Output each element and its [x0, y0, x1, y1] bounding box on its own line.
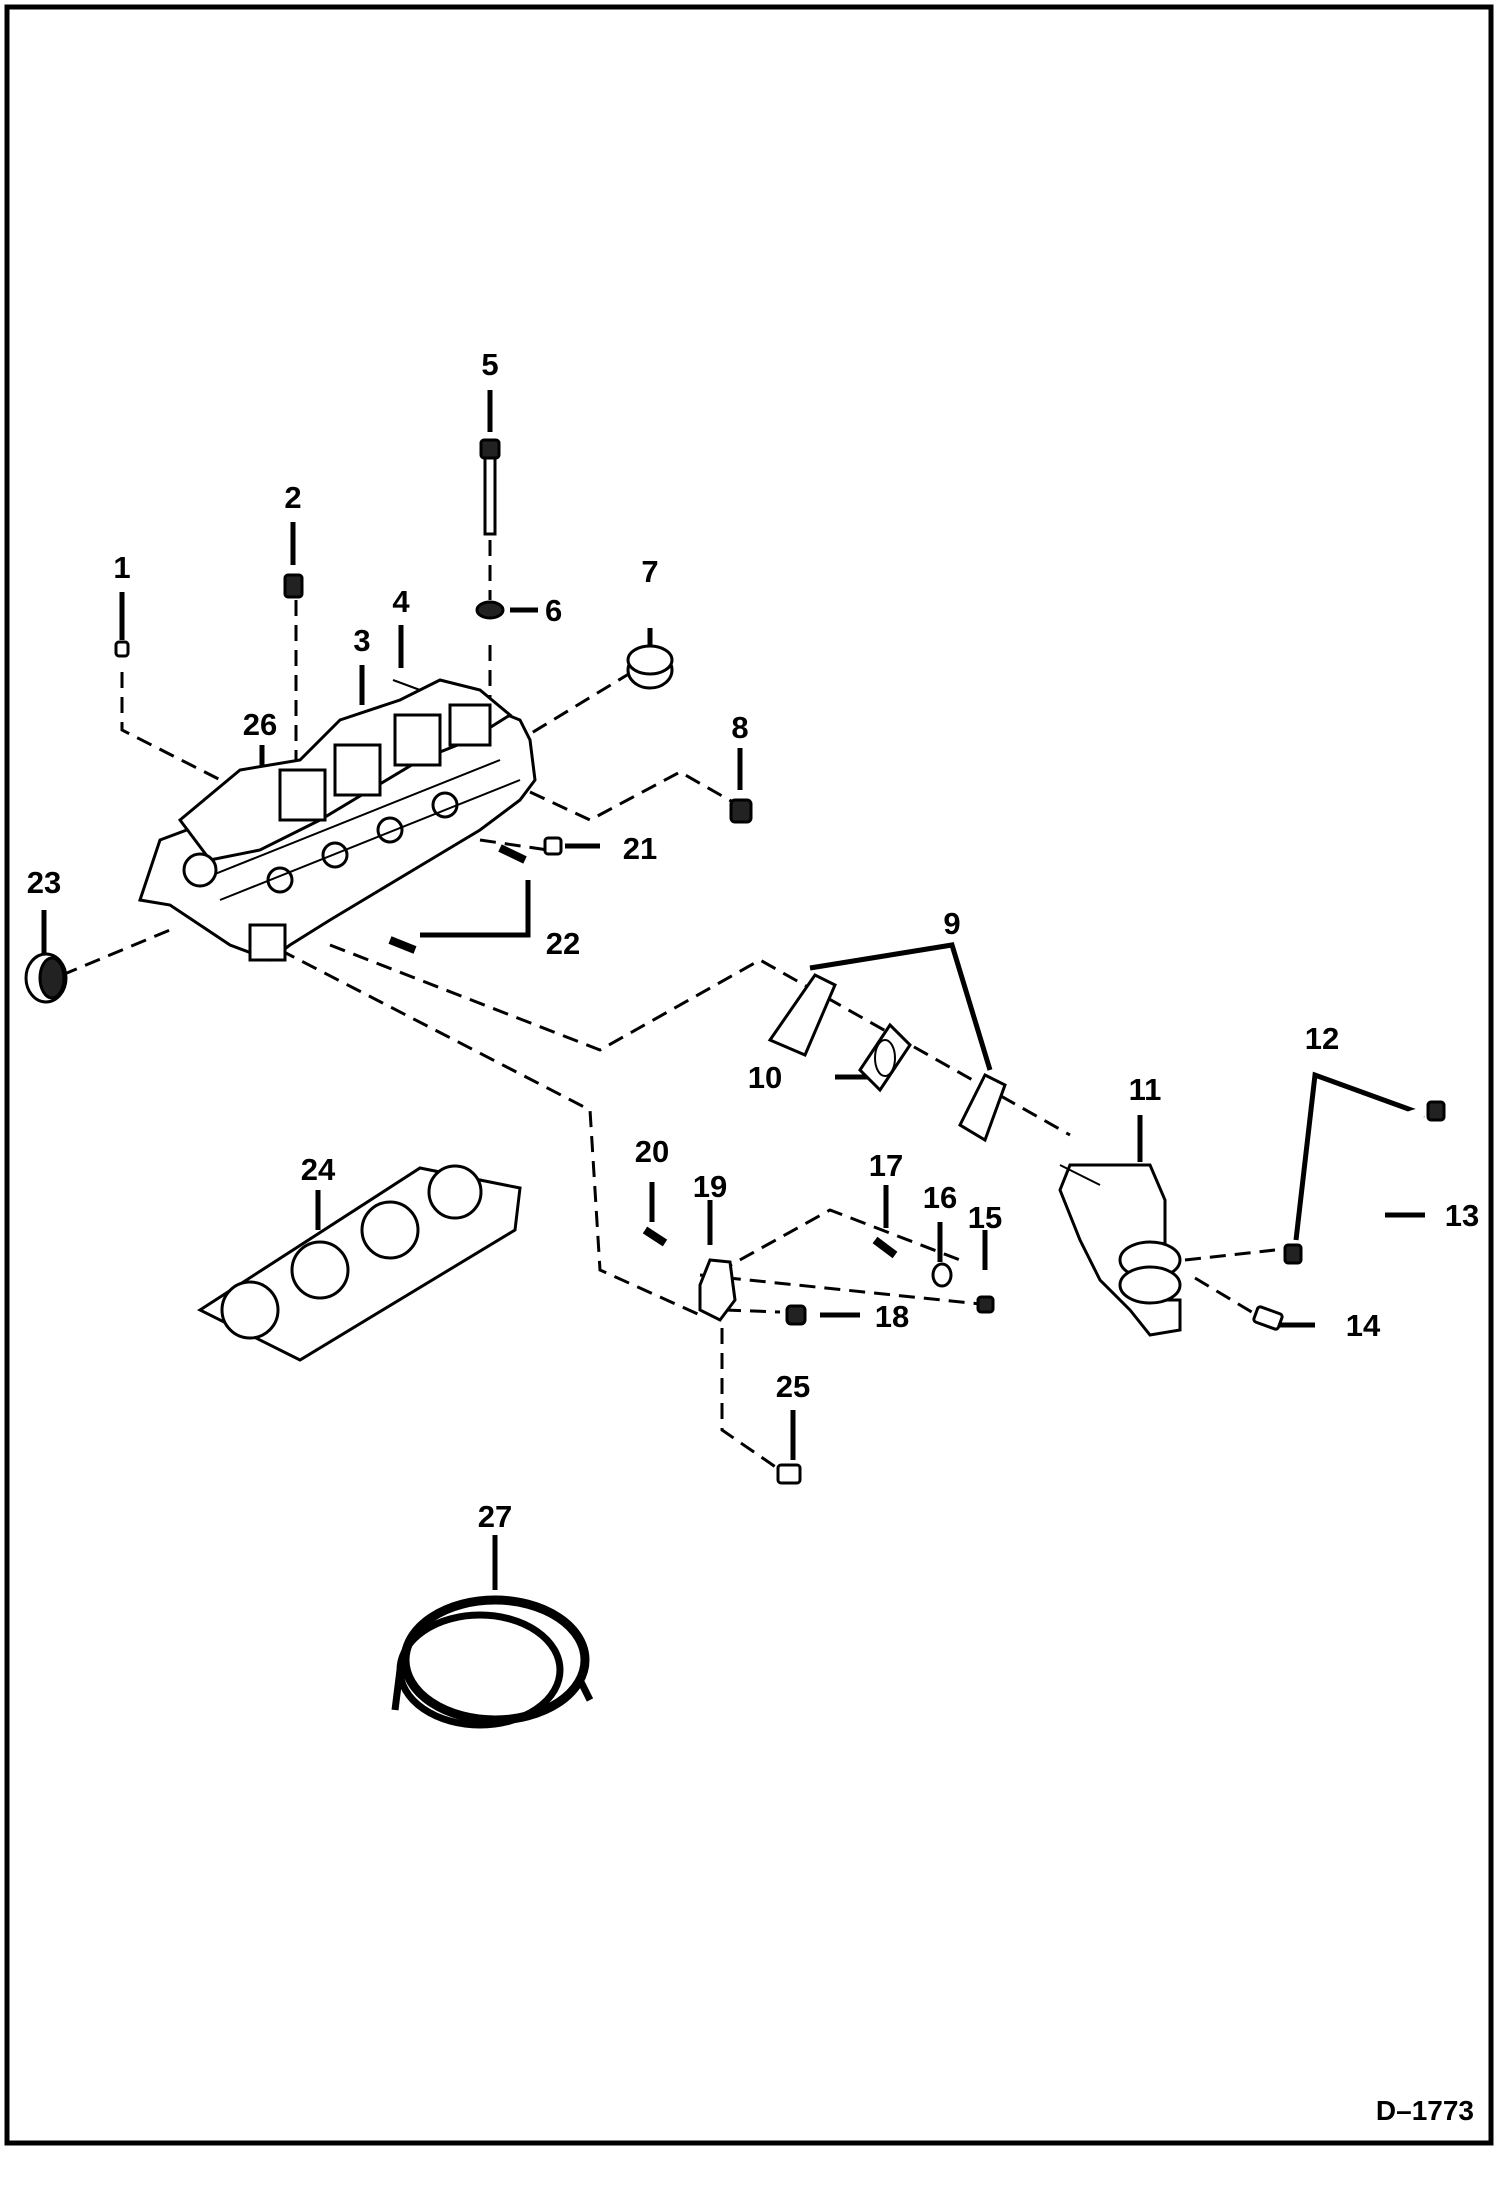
part-washer-6: [475, 600, 505, 620]
callout-1: 1: [113, 550, 130, 585]
callout-8: 8: [731, 710, 748, 745]
callout-24: 24: [301, 1152, 336, 1187]
callout-14: 14: [1346, 1308, 1381, 1343]
page-border: [4, 4, 1494, 2146]
part-bolt-5: [479, 438, 501, 536]
callout-20: 20: [635, 1134, 669, 1169]
callout-7: 7: [641, 554, 658, 589]
assembly-dashed-lines: [61, 540, 1276, 1472]
part-bolt-21: [543, 836, 563, 856]
part-gasket-9b: [958, 1072, 1007, 1143]
part-plug-1: [114, 640, 130, 658]
part-gasket-9a: [767, 973, 837, 1057]
part-plug-8: [729, 798, 753, 824]
callout-13: 13: [1445, 1198, 1479, 1233]
callout-3: 3: [353, 623, 370, 658]
callout-10: 10: [748, 1060, 782, 1095]
callout-26: 26: [243, 707, 277, 742]
callout-6: 6: [545, 593, 562, 628]
part-nut-15: [976, 1295, 995, 1314]
callout-23: 23: [27, 865, 61, 900]
callout-21: 21: [623, 831, 657, 866]
callout-12: 12: [1305, 1021, 1339, 1056]
callout-27: 27: [478, 1499, 512, 1534]
callout-4: 4: [392, 584, 410, 619]
part-bolt-25: [776, 1463, 802, 1485]
part-cap-7: [626, 644, 674, 690]
part-cord-coil-27: [391, 1595, 594, 1729]
callout-9: 9: [943, 906, 960, 941]
callout-18: 18: [875, 1299, 909, 1334]
part-studs-22: [388, 844, 527, 954]
part-nut-18: [785, 1304, 807, 1326]
part-fuel-pump-11: [1058, 1163, 1182, 1337]
callout-16: 16: [923, 1180, 957, 1215]
callout-19: 19: [693, 1169, 727, 1204]
part-bolt-14: [1252, 1305, 1284, 1331]
part-bracket-19: [698, 1258, 737, 1322]
part-stud-4: [392, 679, 421, 691]
part-cylinder-head-26: [138, 678, 537, 962]
part-gasket-10: [858, 1022, 912, 1093]
part-head-gasket-24: [196, 1164, 522, 1362]
part-washer-16: [931, 1262, 953, 1288]
part-clamp-12a: [1283, 1243, 1303, 1265]
part-seal-23: [24, 952, 68, 1004]
callout-labels: 1 2 3 4 5 6 7 8 9 10 11 12 13 14 15 16 1…: [27, 347, 1479, 1534]
callout-11: 11: [1129, 1072, 1162, 1107]
callout-25: 25: [776, 1369, 810, 1404]
callout-5: 5: [481, 347, 498, 382]
part-stud-17: [872, 1236, 898, 1259]
part-nut-2: [283, 573, 304, 599]
leader-lines: [41, 390, 1426, 1590]
callout-17: 17: [869, 1148, 903, 1183]
part-stud-20: [642, 1226, 668, 1247]
callout-22: 22: [546, 926, 580, 961]
callout-2: 2: [284, 480, 301, 515]
part-hose-13: [1299, 1106, 1431, 1259]
callout-15: 15: [968, 1200, 1002, 1235]
figure-id: D–1773: [1376, 2095, 1474, 2126]
part-clamp-12b: [1426, 1100, 1446, 1122]
